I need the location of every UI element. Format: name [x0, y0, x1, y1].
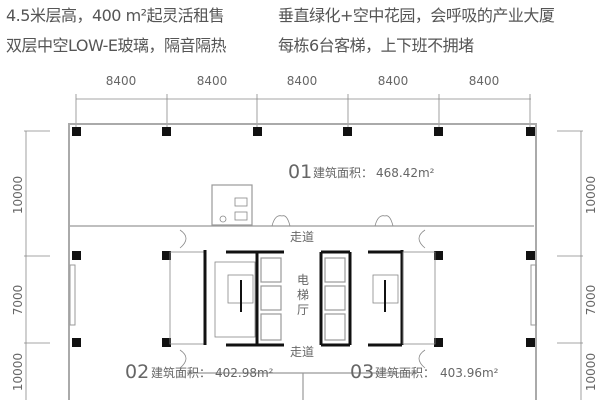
- dim-left-2: 7000: [11, 285, 25, 316]
- structural-columns: [72, 127, 535, 347]
- elevator-hall-label-3: 厅: [297, 303, 309, 317]
- corridor-walls: [70, 215, 534, 400]
- unit-01-area-label: 建筑面积：: [313, 165, 373, 180]
- core-left: [169, 250, 284, 347]
- unit-03-label: 03 建筑面积： 403.96m²: [350, 361, 499, 383]
- stair-icon: [227, 274, 254, 312]
- elevator-cars-left: [260, 257, 282, 341]
- outer-walls: [68, 123, 537, 400]
- dim-top-1: 8400: [106, 74, 137, 88]
- unit-02-area-label: 建筑面积：: [151, 365, 211, 380]
- stair-icon-right: [372, 274, 399, 312]
- corridor-bottom-label: 走道: [290, 345, 314, 359]
- unit-03-id: 03: [350, 361, 374, 383]
- feature-text-green: 垂直绿化+空中花园，会呼吸的产业大厦: [278, 6, 555, 25]
- corridor-top-label: 走道: [290, 230, 314, 244]
- elevator-hall-label-1: 电: [297, 273, 309, 287]
- unit-02-area: 402.98m²: [215, 366, 274, 380]
- unit-02-label: 02 建筑面积： 402.98m²: [125, 361, 274, 383]
- dim-right-2: 7000: [584, 285, 598, 316]
- dim-right-3: 10000: [584, 353, 598, 391]
- dim-top-2: 8400: [197, 74, 228, 88]
- restroom-top: [211, 184, 253, 226]
- unit-01-area: 468.42m²: [376, 166, 435, 180]
- feature-text-elevators: 每栋6台客梯，上下班不拥堵: [278, 36, 474, 55]
- right-dimension: 10000 7000 10000: [557, 130, 598, 400]
- dim-top-5: 8400: [469, 74, 500, 88]
- top-dimension: 8400 8400 8400 8400 8400: [75, 74, 531, 127]
- left-dimension: 10000 7000 10000: [11, 130, 50, 400]
- dim-left-3: 10000: [11, 353, 25, 391]
- unit-02-id: 02: [125, 361, 149, 383]
- elevator-hall-label-2: 梯: [297, 288, 309, 302]
- dim-top-4: 8400: [378, 74, 409, 88]
- dim-top-3: 8400: [287, 74, 318, 88]
- unit-03-area-label: 建筑面积：: [375, 365, 435, 380]
- elevator-cars-right: [324, 257, 346, 341]
- unit-01-label: 01 建筑面积： 468.42m²: [288, 161, 435, 183]
- unit-03-area: 403.96m²: [440, 366, 499, 380]
- feature-text-glass: 双层中空LOW-E玻璃，隔音隔热: [6, 36, 227, 55]
- unit-01-id: 01: [288, 161, 312, 183]
- core-right: [319, 250, 436, 347]
- feature-text-ceiling-height: 4.5米层高，400 m²起灵活租售: [6, 6, 225, 25]
- dim-right-1: 10000: [584, 176, 598, 214]
- dim-left-1: 10000: [11, 176, 25, 214]
